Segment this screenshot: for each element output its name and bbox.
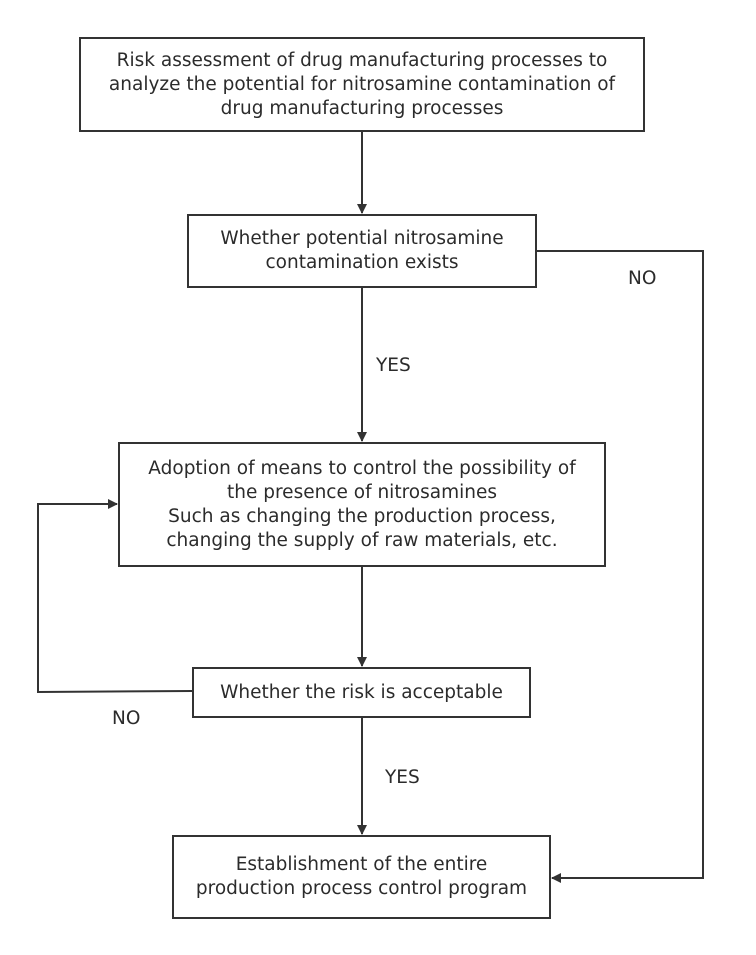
arrow-check-to-establishment-no (536, 250, 704, 883)
edge-label-risk-no: NO (112, 708, 141, 729)
node-text-line: Such as changing the production process, (168, 505, 556, 527)
arrow-risk-to-control-no (37, 499, 193, 694)
node-contamination-check: Whether potential nitrosamine contaminat… (187, 214, 537, 288)
node-text-line: the presence of nitrosamines (227, 481, 497, 503)
edge-label-contamination-no: NO (628, 268, 657, 289)
node-risk-acceptable: Whether the risk is acceptable (192, 667, 531, 718)
edge-label-contamination-yes: YES (376, 355, 411, 376)
node-text-line: Establishment of the entire (235, 854, 488, 875)
node-text-line: drug manufacturing processes (220, 97, 504, 119)
node-text-line: Adoption of means to control the possibi… (148, 457, 576, 479)
node-text-line: Whether the risk is acceptable (220, 681, 503, 703)
node-control-means: Adoption of means to control the possibi… (118, 442, 606, 567)
node-text-line: changing the supply of raw materials, et… (166, 529, 558, 551)
node-text-line: analyze the potential for nitrosamine co… (108, 73, 616, 95)
node-establishment: Establishment of the entire production p… (172, 835, 551, 919)
node-text-line: Risk assessment of drug manufacturing pr… (116, 49, 608, 71)
node-text-line: contamination exists (265, 252, 459, 273)
node-risk-assessment: Risk assessment of drug manufacturing pr… (79, 37, 645, 132)
node-text-line: Whether potential nitrosamine (220, 228, 504, 249)
node-text-line: production process control program (195, 878, 528, 899)
edge-label-risk-yes: YES (385, 767, 420, 788)
